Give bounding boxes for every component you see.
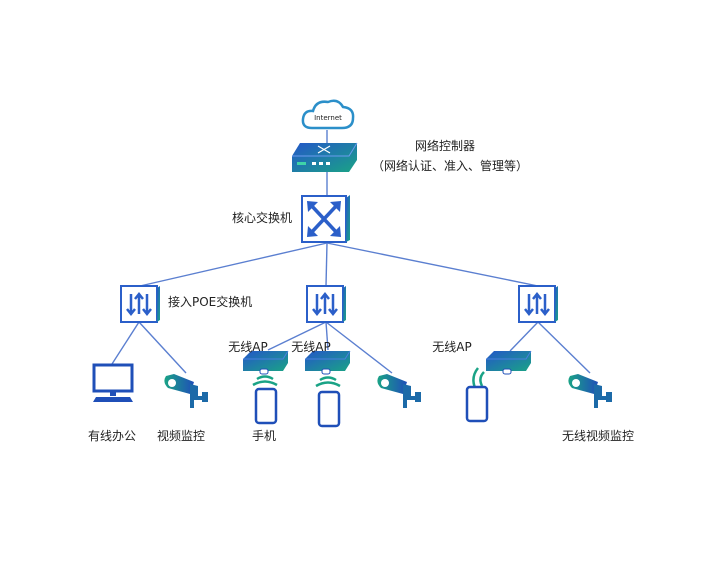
wifi-signal-icon [252, 367, 485, 391]
phone-2-icon [317, 390, 341, 428]
phone-3-icon [465, 385, 489, 423]
camera-middle-icon [377, 374, 421, 408]
ap-1-label: 无线AP [228, 340, 267, 354]
video-monitor-label: 视频监控 [157, 428, 205, 443]
internet-cloud-icon: Internet [301, 99, 355, 130]
access-switch-right-icon [517, 284, 560, 324]
ap-3-label: 无线AP [432, 340, 471, 354]
camera-right-icon [568, 374, 612, 408]
ap-1-icon [242, 350, 289, 375]
ap-3-icon [485, 350, 532, 375]
camera-left-icon [164, 374, 208, 408]
access-switch-left-icon [119, 284, 162, 324]
wireless-video-monitor-label: 无线视频监控 [562, 428, 634, 443]
ap-2-icon [304, 350, 351, 375]
core-switch-icon [301, 195, 350, 243]
phone-label: 手机 [252, 429, 276, 443]
ap-2-label: 无线AP [291, 340, 330, 354]
internet-label: Internet [314, 114, 342, 122]
core-switch-label: 核心交换机 [232, 210, 292, 225]
wired-office-label: 有线办公 [88, 428, 136, 443]
network-controller-icon [292, 142, 358, 172]
access-switch-label: 接入POE交换机 [168, 294, 252, 309]
access-switch-middle-icon [305, 284, 348, 324]
desktop-computer-icon [92, 363, 134, 402]
phone-1-icon [254, 387, 278, 425]
controller-label: 网络控制器 [415, 138, 475, 153]
controller-note: （网络认证、准入、管理等） [372, 158, 528, 173]
connections [111, 130, 591, 374]
